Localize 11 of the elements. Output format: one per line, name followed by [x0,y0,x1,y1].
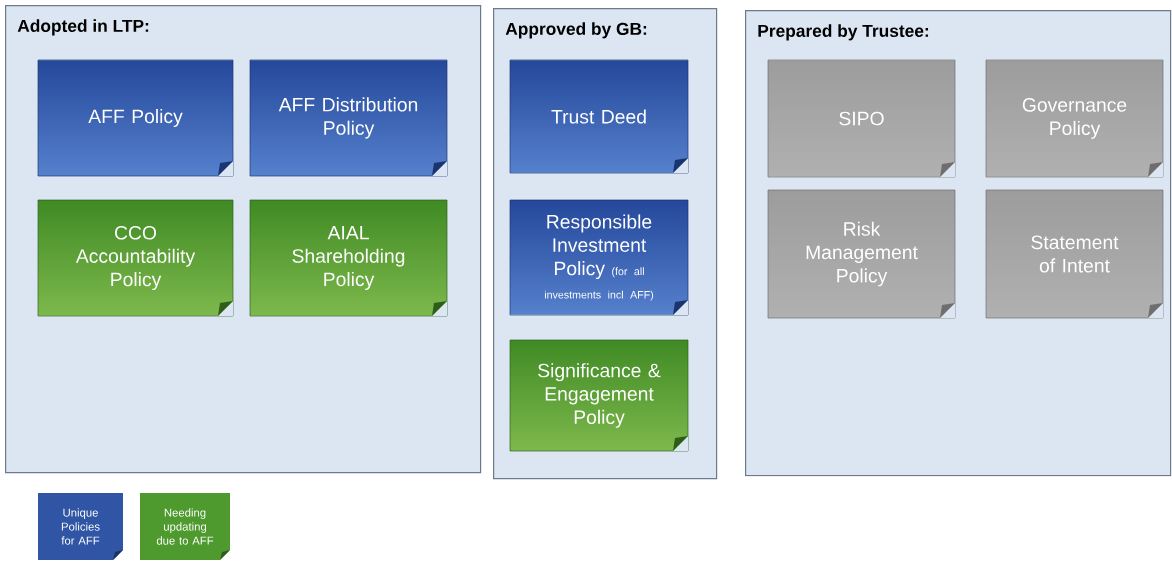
note-card: Significance & Engagement Policy [509,339,689,452]
note-card: SIPO [767,59,956,178]
note-card: AFF Distribution Policy [249,59,448,177]
note-card: AFF Policy [37,59,234,177]
note-card: Responsible Investment Policy (for all investments incl AFF) [509,199,689,316]
note-card: AIAL Shareholding Policy [249,199,448,317]
note-card: CCO Accountability Policy [37,199,234,317]
note-card: Risk Management Policy [767,189,956,319]
note-card: Trust Deed [509,59,689,174]
note-card: Statement of Intent [985,189,1164,319]
note-card: Governance Policy [985,59,1164,178]
